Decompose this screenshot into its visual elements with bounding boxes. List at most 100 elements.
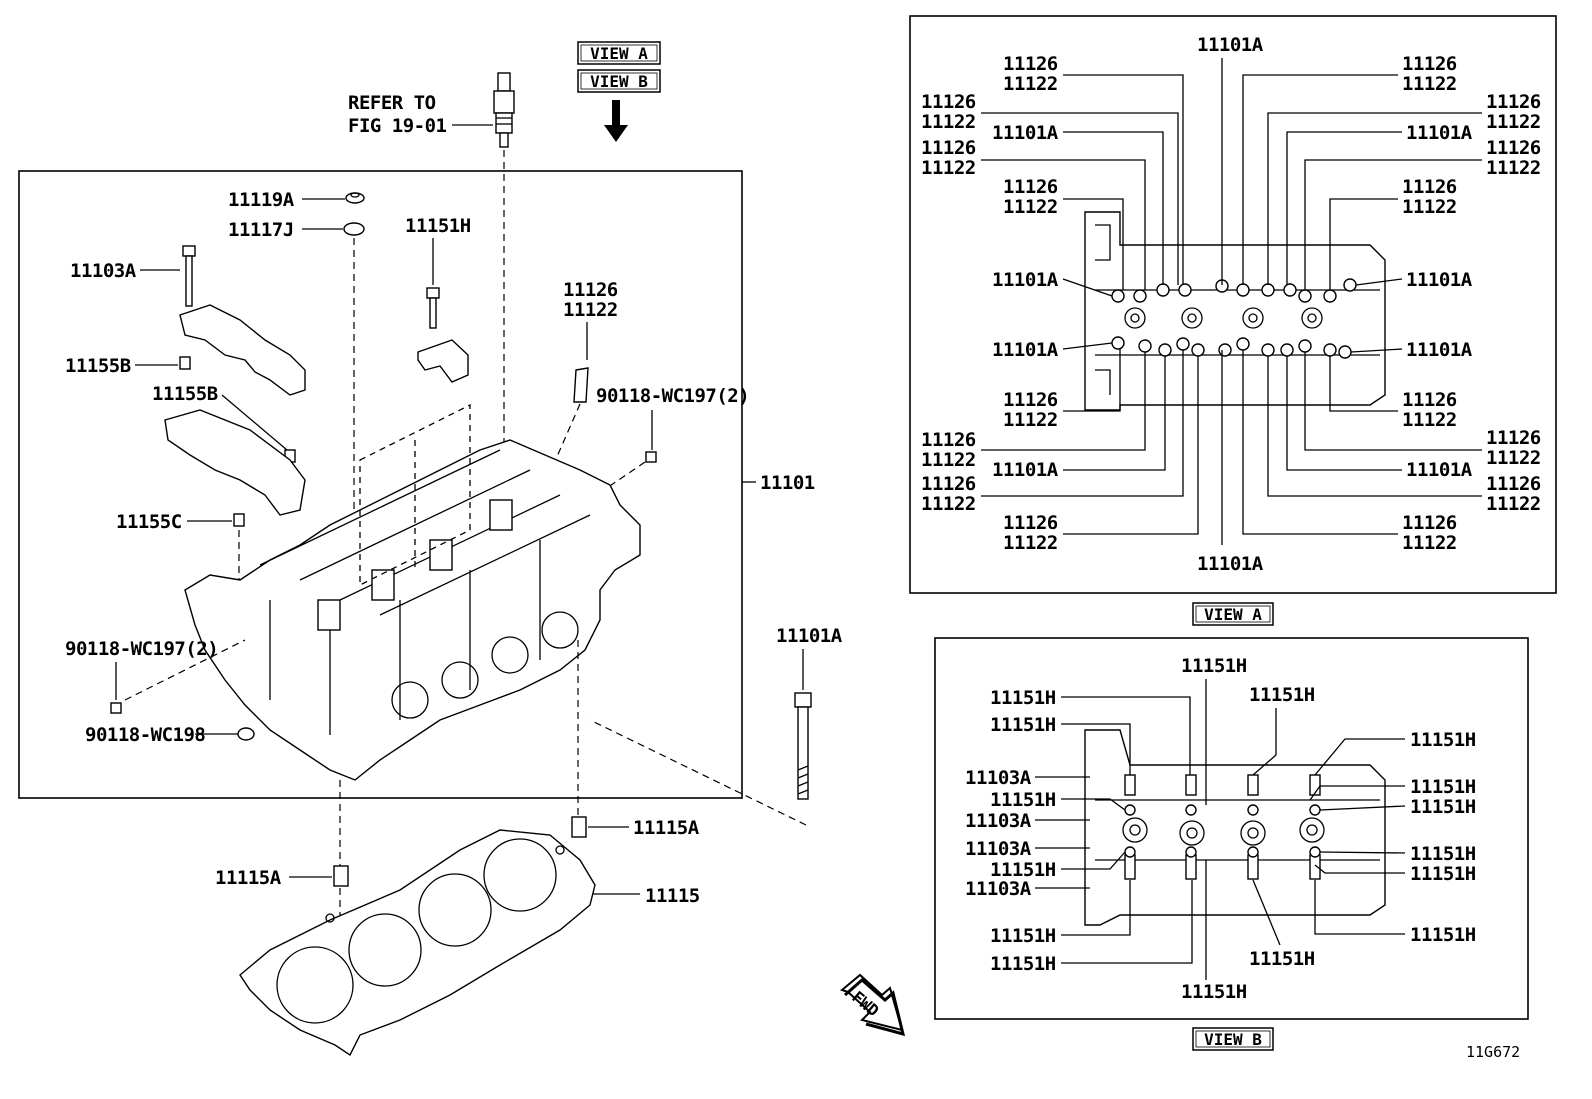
spark-plug-icon (493, 72, 515, 148)
fwd-arrow-icon: FWD (839, 973, 906, 1037)
camshaft-housing-upper-icon (179, 304, 306, 396)
label-11151h: 11151H (405, 215, 471, 237)
label-11155b-b: 11155B (152, 383, 218, 405)
svg-text:11101A: 11101A (992, 122, 1059, 144)
svg-text:11122: 11122 (921, 111, 976, 133)
label-11155b-a: 11155B (65, 355, 131, 377)
svg-text:11151H: 11151H (1249, 948, 1315, 970)
view-a-right-labels: 11126 11122 11126 11122 11101A 11126 111… (1242, 53, 1541, 554)
svg-text:11122: 11122 (1486, 493, 1541, 515)
svg-text:11126: 11126 (1402, 389, 1457, 411)
svg-text:11151H: 11151H (1410, 843, 1476, 865)
svg-text:11103A: 11103A (965, 810, 1032, 832)
svg-text:11151H: 11151H (990, 789, 1056, 811)
view-a-caption: VIEW A (1192, 602, 1274, 626)
svg-text:11101A: 11101A (1406, 269, 1473, 291)
view-a-head-drawing (1084, 211, 1386, 411)
label-11101: 11101 (760, 472, 815, 494)
head-gasket-icon (239, 829, 596, 1057)
svg-text:11151H: 11151H (1410, 924, 1476, 946)
svg-text:11151H: 11151H (1410, 863, 1476, 885)
bearing-cap-small-icon (417, 339, 469, 383)
svg-text:11122: 11122 (921, 449, 976, 471)
svg-text:11126: 11126 (1486, 473, 1541, 495)
label-90118-wc197-b: 90118-WC197(2) (65, 638, 218, 660)
view-b-tag: VIEW B (577, 69, 661, 93)
svg-text:VIEW A: VIEW A (1204, 605, 1262, 624)
main-assembly-frame (18, 170, 743, 799)
bolt-11103a-icon (182, 245, 196, 307)
camshaft-housing-lower-icon (164, 409, 306, 516)
plug-90118-wc198-icon (237, 727, 255, 741)
svg-text:11122: 11122 (1003, 73, 1058, 95)
svg-text:11122: 11122 (1486, 157, 1541, 179)
svg-text:11126: 11126 (1486, 91, 1541, 113)
svg-text:11122: 11122 (1486, 447, 1541, 469)
view-a-label-top: 11101A (1197, 34, 1264, 56)
svg-text:11101A: 11101A (1406, 459, 1473, 481)
svg-text:11126: 11126 (1486, 427, 1541, 449)
label-90118-wc197-a: 90118-WC197(2) (596, 385, 749, 407)
dowel-11155b-a-icon (179, 356, 191, 370)
svg-text:11103A: 11103A (965, 878, 1032, 900)
svg-text:11151H: 11151H (990, 687, 1056, 709)
svg-text:VIEW A: VIEW A (590, 44, 648, 63)
svg-text:11122: 11122 (1486, 111, 1541, 133)
label-11101a-main: 11101A (776, 625, 843, 647)
view-a-label-bottom: 11101A (1197, 553, 1264, 575)
refer-line-2: FIG 19-01 (348, 115, 447, 137)
svg-text:11122: 11122 (1402, 196, 1457, 218)
svg-text:11151H: 11151H (1410, 776, 1476, 798)
svg-text:11122: 11122 (1003, 196, 1058, 218)
label-11115a-b: 11115A (215, 867, 282, 889)
view-direction-arrow-icon (604, 100, 628, 142)
svg-text:11126: 11126 (1402, 53, 1457, 75)
svg-text:11101A: 11101A (992, 269, 1059, 291)
svg-text:11103A: 11103A (965, 767, 1032, 789)
view-a-tag: VIEW A (577, 41, 661, 65)
bolt-11151h-icon (426, 287, 440, 329)
label-11117j: 11117J (228, 219, 294, 241)
svg-text:11151H: 11151H (990, 925, 1056, 947)
svg-text:11126: 11126 (1003, 389, 1058, 411)
svg-text:11122: 11122 (1003, 409, 1058, 431)
svg-text:11122: 11122 (921, 493, 976, 515)
label-90118-wc198: 90118-WC198 (85, 724, 205, 746)
label-11103a: 11103A (70, 260, 137, 282)
refer-line-1: REFER TO (348, 92, 436, 114)
dowel-11155c-icon (233, 513, 245, 527)
svg-text:11101A: 11101A (1406, 339, 1473, 361)
cylinder-head-icon (184, 403, 641, 781)
label-11155c: 11155C (116, 511, 182, 533)
svg-text:11126: 11126 (921, 429, 976, 451)
svg-text:11126: 11126 (1003, 53, 1058, 75)
label-11126-main: 11126 (563, 279, 618, 301)
svg-text:11103A: 11103A (965, 838, 1032, 860)
view-b-frame (934, 637, 1529, 1020)
svg-text:11151H: 11151H (990, 953, 1056, 975)
svg-text:11126: 11126 (1486, 137, 1541, 159)
bolt-11101a-icon (794, 692, 812, 800)
label-11115: 11115 (645, 885, 700, 907)
svg-text:11151H: 11151H (1249, 684, 1315, 706)
figure-code: 11G672 (1466, 1043, 1520, 1061)
svg-text:11122: 11122 (1402, 73, 1457, 95)
label-11119a: 11119A (228, 189, 295, 211)
svg-text:VIEW B: VIEW B (590, 72, 648, 91)
dowel-11115a-a-icon (571, 816, 587, 838)
label-11122-main: 11122 (563, 299, 618, 321)
svg-text:11151H: 11151H (1410, 729, 1476, 751)
svg-text:11151H: 11151H (990, 859, 1056, 881)
svg-text:11151H: 11151H (990, 714, 1056, 736)
svg-text:11122: 11122 (1003, 532, 1058, 554)
svg-text:11122: 11122 (1402, 532, 1457, 554)
dowel-11115a-b-icon (333, 865, 349, 887)
svg-text:11101A: 11101A (992, 339, 1059, 361)
svg-text:11122: 11122 (921, 157, 976, 179)
washer-11119a-icon (345, 192, 365, 204)
view-b-labels: 11151H 11151H 11151H 11151H 11151H 11103… (965, 655, 1476, 1003)
svg-text:11126: 11126 (1402, 176, 1457, 198)
svg-text:11151H: 11151H (1181, 981, 1247, 1003)
bolt-11126-icon (573, 367, 589, 403)
